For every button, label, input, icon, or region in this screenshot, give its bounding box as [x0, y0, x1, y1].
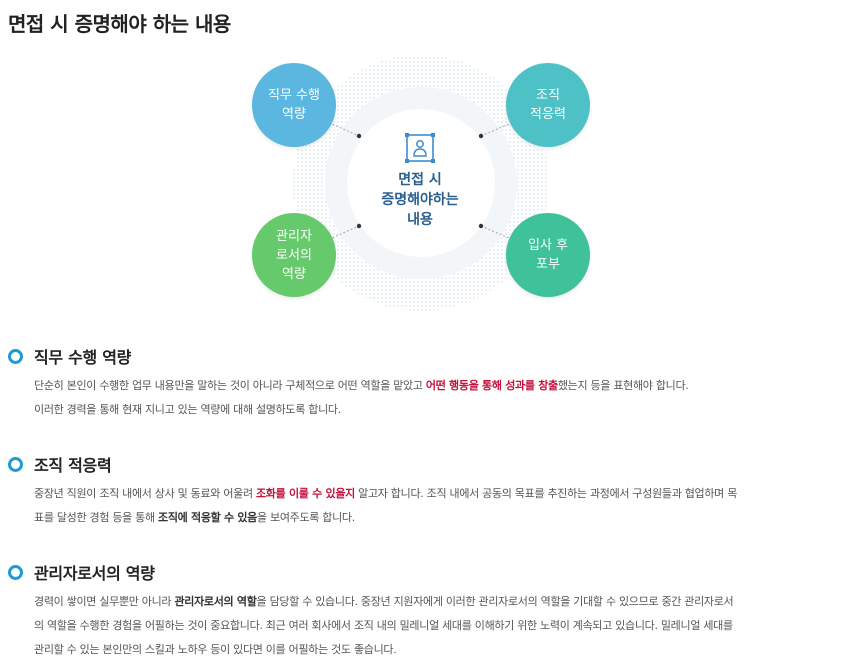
paragraph-line: 표를 달성한 경험 등을 통해 조직에 적응할 수 있음을 보여주도록 합니다. [34, 506, 834, 530]
section-title: 직무 수행 역량 [34, 348, 132, 367]
text: 단순히 본인이 수행한 업무 내용만을 말하는 것이 아니라 구체적으로 어떤 … [34, 379, 426, 392]
section-manager-competency: 관리자로서의 역량 경력이 쌓이면 실무뿐만 아니라 관리자로서의 역할을 담당… [8, 560, 834, 662]
paragraph-line: 의 역할을 수행한 경험을 어필하는 것이 중요합니다. 최근 여러 회사에서 … [34, 619, 733, 632]
text: 표를 달성한 경험 등을 통해 [34, 511, 159, 524]
node-label: 조직 적응력 [530, 88, 566, 122]
paragraph-line: 경력이 쌓이면 실무뿐만 아니라 관리자로서의 역할을 담당할 수 있습니다. … [34, 590, 834, 614]
paragraph-line: 관리할 수 있는 본인만의 스킬과 노하우 등이 있다면 이를 어필하는 것도 … [34, 643, 397, 656]
text: 을 담당할 수 있습니다. 중장년 지원자에게 이러한 관리자로서의 역할을 기… [256, 595, 734, 608]
section-org-adaptability: 조직 적응력 중장년 직원이 조직 내에서 상사 및 동료와 어울려 조화를 이… [8, 452, 834, 530]
diagram-center-label: 면접 시 증명해야하는 내용 [381, 172, 459, 228]
node-manager-competency: 관리자 로서의 역량 [252, 213, 336, 297]
section-header: 조직 적응력 [8, 452, 834, 476]
section-body: 단순히 본인이 수행한 업무 내용만을 말하는 것이 아니라 구체적으로 어떤 … [34, 374, 834, 422]
inner-circle [347, 109, 495, 257]
section-body: 중장년 직원이 조직 내에서 상사 및 동료와 어울려 조화를 이룰 수 있을지… [34, 482, 834, 530]
text: 중장년 직원이 조직 내에서 상사 및 동료와 어울려 [34, 487, 256, 500]
node-label: 직무 수행 역량 [268, 88, 320, 122]
section-title: 조직 적응력 [34, 456, 112, 475]
paragraph-line: 단순히 본인이 수행한 업무 내용만을 말하는 것이 아니라 구체적으로 어떤 … [34, 374, 834, 398]
page-title: 면접 시 증명해야 하는 내용 [8, 12, 231, 36]
text: 을 보여주도록 합니다. [256, 511, 355, 524]
person-frame-icon [405, 133, 435, 163]
highlight-text: 조화를 이룰 수 있을지 [255, 487, 355, 500]
section-title: 관리자로서의 역량 [34, 564, 155, 583]
bold-text: 관리자로서의 역할 [174, 595, 257, 608]
section-header: 관리자로서의 역량 [8, 560, 834, 584]
circle-bullet-icon [8, 456, 23, 472]
section-body: 경력이 쌓이면 실무뿐만 아니라 관리자로서의 역할을 담당할 수 있습니다. … [34, 590, 834, 662]
text: 알고자 합니다. 조직 내에서 공동의 목표를 추진하는 과정에서 구성원들과 … [354, 487, 738, 500]
paragraph-line: 중장년 직원이 조직 내에서 상사 및 동료와 어울려 조화를 이룰 수 있을지… [34, 482, 834, 506]
node-org-adaptability: 조직 적응력 [506, 63, 590, 147]
section-job-competency: 직무 수행 역량 단순히 본인이 수행한 업무 내용만을 말하는 것이 아니라 … [8, 344, 834, 422]
paragraph-line: 이러한 경력을 통해 현재 지니고 있는 역량에 대해 설명하도록 합니다. [34, 403, 341, 416]
node-aspiration: 입사 후 포부 [506, 213, 590, 297]
diagram: 면접 시 증명해야하는 내용 직무 수행 역량 조직 적응력 관리자 로서의 역… [252, 55, 590, 311]
circle-bullet-icon [8, 348, 23, 364]
circle-bullet-icon [8, 564, 23, 580]
node-label: 관리자 로서의 역량 [276, 228, 312, 282]
node-job-competency: 직무 수행 역량 [252, 63, 336, 147]
section-header: 직무 수행 역량 [8, 344, 834, 368]
text: 했는지 등을 표현해야 합니다. [557, 379, 689, 392]
node-label: 입사 후 포부 [527, 238, 568, 272]
diagram-rings [293, 55, 549, 311]
connector-dots [356, 133, 484, 229]
text: 경력이 쌓이면 실무뿐만 아니라 [34, 595, 175, 608]
bold-text: 조직에 적응할 수 있음 [158, 511, 257, 524]
highlight-text: 어떤 행동을 통해 성과를 창출 [425, 379, 558, 392]
